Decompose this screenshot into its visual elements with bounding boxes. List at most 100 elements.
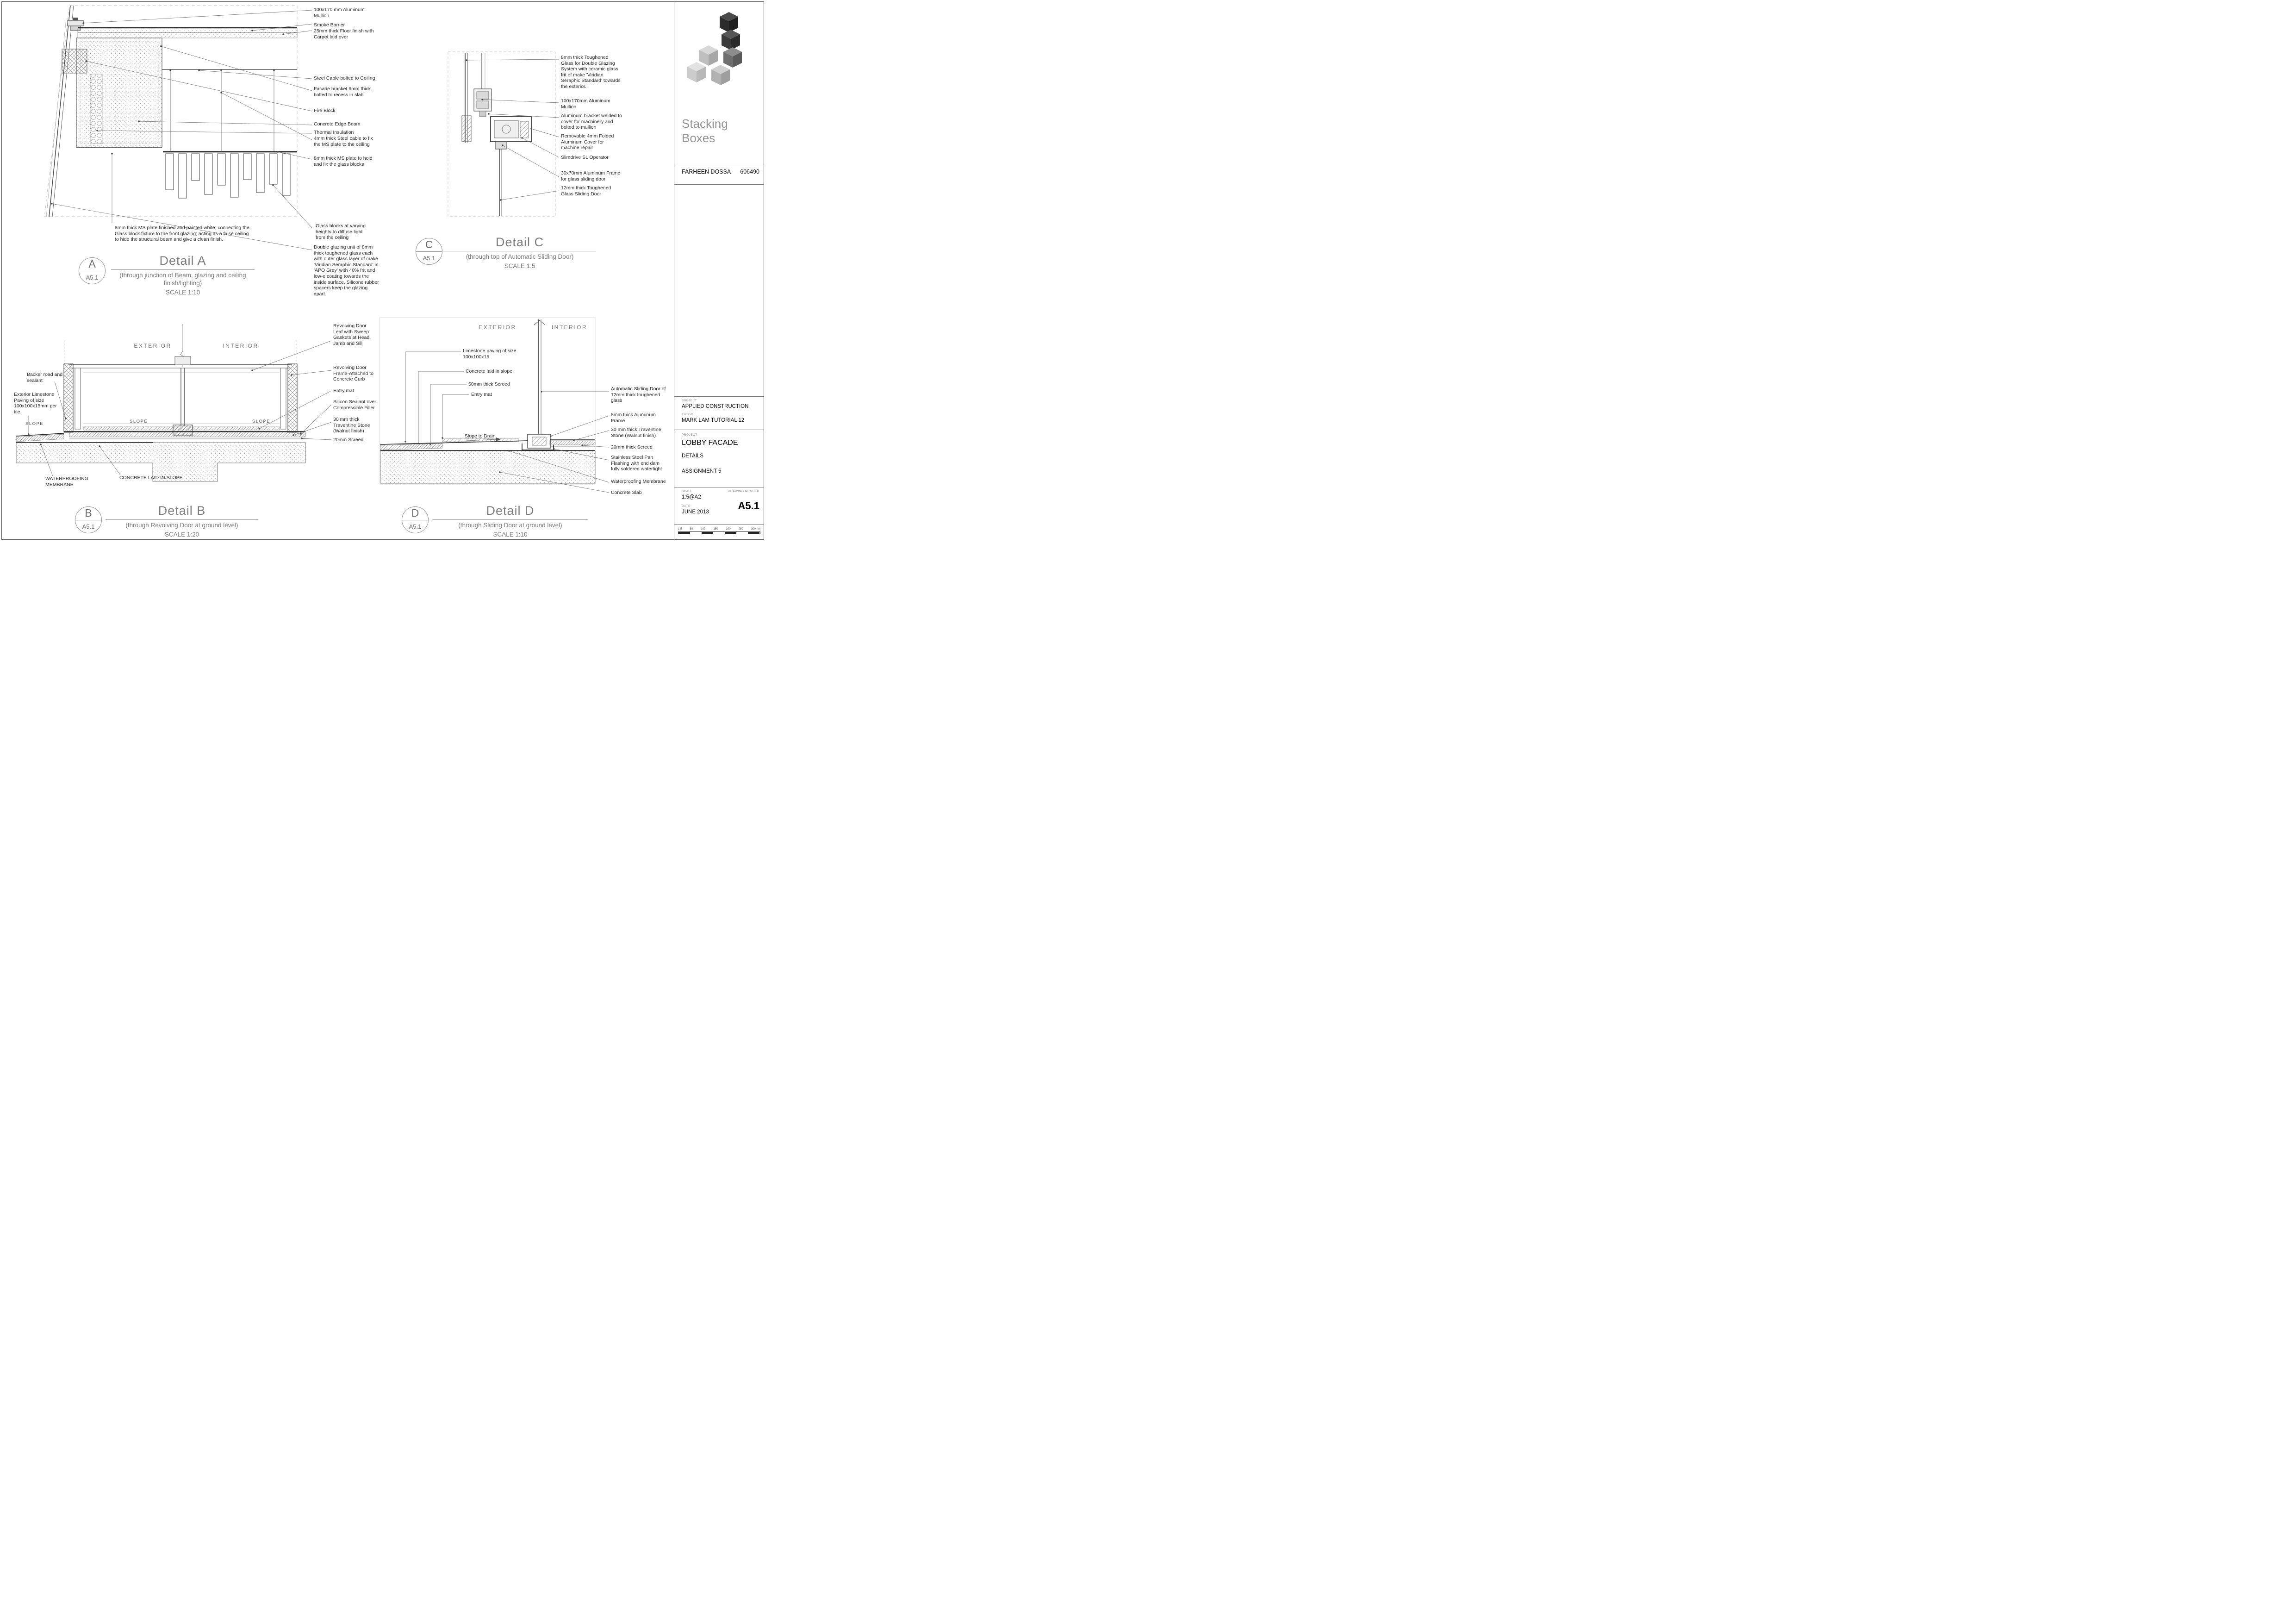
annotation-slimdrive: Slimdrive SL Operator (561, 155, 609, 160)
tutor-label: TUTOR (682, 413, 693, 416)
annotation-traventine-d: 30 mm thick Traventine Stone (Walnut fin… (611, 427, 661, 438)
zone-label-exterior-b: EXTERIOR (134, 343, 172, 349)
detail-d-marker-sheet: A5.1 (409, 523, 422, 530)
annotation-ms-plate: 8mm thick MS plate to hold and fix the g… (314, 156, 373, 167)
scale-bar: 1:5 50 100 150 200 250 300mm (678, 528, 760, 534)
detail-a-scale: SCALE 1:10 (165, 288, 200, 296)
annotation-aluminum-frame-d: 8mm thick Aluminum Frame (611, 412, 656, 424)
annotation-fire-block: Fire Block (314, 108, 336, 113)
annotation-pan-flashing: Stainless Steel Pan Flashing with end da… (611, 455, 662, 472)
annotation-double-glazing: Double glazing unit of 8mm thick toughen… (314, 244, 379, 297)
logo-stacking-boxes-icon (687, 12, 742, 85)
annotation-concrete-slope-b: CONCRETE LAID IN SLOPE (119, 475, 183, 481)
annotation-traventine-b: 30 mm thick Traventine Stone (Walnut fin… (333, 417, 370, 434)
detail-b-subtitle: (through Revolving Door at ground level) (125, 522, 238, 529)
detail-c-marker-letter: C (416, 238, 442, 252)
titleblock-divider (674, 184, 764, 185)
detail-a-marker: A A5.1 (79, 257, 106, 284)
detail-d-title: Detail D (through Sliding Door at ground… (433, 504, 588, 538)
annotation-thermal-insulation: Thermal Insulation (314, 130, 354, 135)
titleblock-divider (674, 524, 764, 525)
drawing-number-label: DRAWING NUMBER (728, 490, 759, 493)
detail-c-drawing (448, 51, 560, 217)
annotation-waterproofing-b: WATERPROOFING MEMBRANE (45, 476, 88, 487)
annotation-revolving-leaf: Revolving Door Leaf with Sweep Gaskets a… (333, 323, 371, 346)
scale-bar-strip (678, 531, 760, 534)
detail-b-drawing (16, 324, 332, 482)
slope-label-2: SLOPE (130, 419, 148, 424)
annotation-glass-blocks: Glass blocks at varying heights to diffu… (316, 223, 366, 241)
annotation-steel-cable-4mm: 4mm thick Steel cable to fix the MS plat… (314, 136, 373, 147)
detail-c-title: Detail C (through top of Automatic Slidi… (443, 235, 596, 269)
zone-label-exterior-d: EXTERIOR (479, 324, 516, 331)
annotation-mullion-c: 100x170mm Aluminum Mullion (561, 98, 610, 110)
annotation-floor-finish: 25mm thick Floor finish with Carpet laid… (314, 28, 374, 40)
subject-label: SUBJECT (682, 399, 697, 402)
date-value: JUNE 2013 (682, 509, 709, 515)
project-value: LOBBY FACADE (682, 439, 738, 447)
annotation-steel-cable-ceiling: Steel Cable bolted to Ceiling (314, 75, 375, 81)
detail-d-subtitle: (through Sliding Door at ground level) (458, 522, 562, 529)
detail-b-marker-letter: B (75, 507, 101, 520)
brand-title: Stacking Boxes (682, 117, 728, 145)
annotation-revolving-frame: Revolving Door Frame-Attached to Concret… (333, 365, 373, 382)
sheet-linework (16, 5, 610, 493)
annotation-silicon-sealant: Silicon Sealant over Compressible Filler (333, 399, 376, 411)
annotation-facade-bracket: Facade bracket 6mm thick bolted to reces… (314, 86, 371, 98)
detail-a-drawing (44, 5, 312, 250)
annotation-concrete-edge-beam: Concrete Edge Beam (314, 121, 361, 127)
detail-a-marker-letter: A (79, 258, 105, 271)
assignment: ASSIGNMENT 5 (682, 468, 722, 474)
project-label: PROJECT (682, 433, 697, 437)
detail-d-drawing (379, 317, 610, 493)
detail-c-marker: C A5.1 (416, 238, 442, 265)
slope-label-1: SLOPE (25, 421, 44, 426)
annotation-aluminum-bracket: Aluminum bracket welded to cover for mac… (561, 113, 622, 131)
title-block: Stacking Boxes FARHEEN DOSSA 606490 SUBJ… (674, 2, 764, 539)
detail-c-subtitle: (through top of Automatic Sliding Door) (466, 253, 574, 260)
annotation-toughened-glass: 8mm thick Toughened Glass for Double Gla… (561, 55, 621, 89)
scale-bar-label: 200 (726, 528, 731, 531)
detail-b-marker-sheet: A5.1 (82, 523, 95, 530)
scale-bar-label: 250 (738, 528, 743, 531)
annotation-concrete-slope-d: Concrete laid in slope (466, 369, 512, 374)
annotation-sliding-glass: 12mm thick Toughened Glass Sliding Door (561, 185, 611, 197)
annotation-smoke-barrier: Smoke Barrier (314, 22, 345, 28)
detail-d-title-name: Detail D (433, 504, 588, 520)
detail-c-marker-sheet: A5.1 (423, 254, 436, 262)
detail-b-title-name: Detail B (106, 504, 258, 520)
project-sub: DETAILS (682, 453, 704, 459)
drawing-sheet: 100x170 mm Aluminum Mullion Smoke Barrie… (0, 0, 765, 541)
annotation-ms-plate-painted: 8mm thick MS plate finished and painted … (115, 225, 249, 243)
slope-label-3: SLOPE (252, 419, 271, 424)
subject-value: APPLIED CONSTRUCTION (682, 404, 749, 409)
author-row: FARHEEN DOSSA 606490 (682, 169, 759, 175)
student-id: 606490 (740, 169, 759, 175)
annotation-screed-50: 50mm thick Screed (468, 381, 510, 387)
drawing-number-value: A5.1 (738, 500, 759, 512)
scale-bar-label: 300mm (751, 528, 760, 531)
scale-bar-label: 100 (701, 528, 706, 531)
annotation-concrete-slab: Concrete Slab (611, 490, 642, 495)
zone-label-interior-b: INTERIOR (223, 343, 259, 349)
detail-c-scale: SCALE 1:5 (504, 262, 535, 269)
zone-label-interior-d: INTERIOR (551, 324, 588, 331)
detail-a-subtitle: (through junction of Beam, glazing and c… (119, 272, 246, 287)
detail-a-title: Detail A (through junction of Beam, glaz… (111, 254, 255, 296)
detail-d-marker: D A5.1 (402, 506, 429, 533)
detail-b-marker: B A5.1 (75, 506, 102, 533)
scale-label: SCALE (682, 490, 693, 493)
author-name: FARHEEN DOSSA (682, 169, 731, 175)
annotation-limestone-paving-d: Limestone paving of size 100x100x15 (463, 348, 516, 360)
annotation-aluminum-frame-c: 30x70mm Aluminum Frame for glass sliding… (561, 170, 621, 182)
annotation-aluminum-mullion: 100x170 mm Aluminum Mullion (314, 7, 365, 19)
detail-a-title-name: Detail A (111, 254, 255, 270)
scale-bar-label: 1:5 (678, 528, 682, 531)
scale-bar-labels: 1:5 50 100 150 200 250 300mm (678, 528, 760, 531)
detail-d-marker-letter: D (402, 507, 428, 520)
annotation-waterproofing-d: Waterproofing Membrane (611, 479, 666, 484)
annotation-backer-rod: Backer road and sealant (27, 372, 63, 383)
annotation-removable-cover: Removable 4mm Folded Aluminum Cover for … (561, 133, 614, 151)
annotation-screed-20: 20mm thick Screed (611, 444, 653, 450)
annotation-limestone-paving-b: Exterior Limestone Paving of size 100x10… (14, 392, 57, 415)
